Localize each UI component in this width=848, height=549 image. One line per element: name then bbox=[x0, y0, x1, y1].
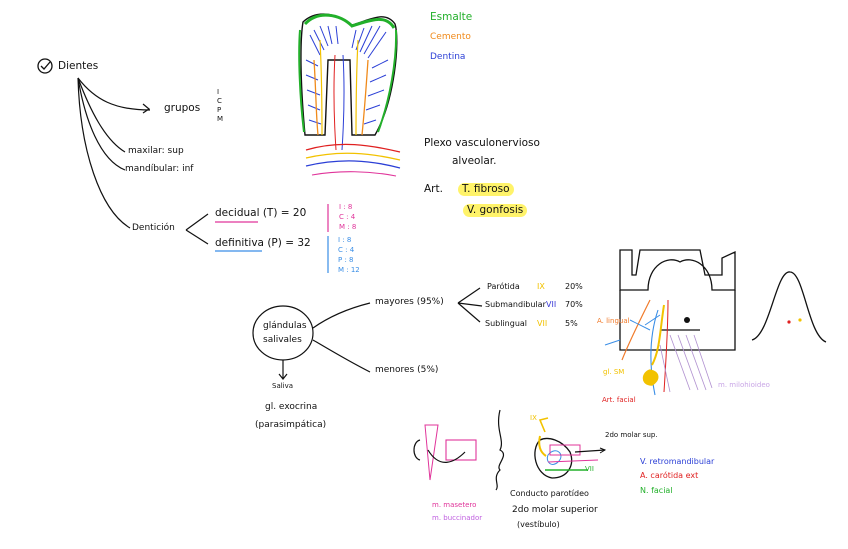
gl-exocrina-label: gl. exocrina bbox=[265, 402, 318, 412]
sublingual-label: Sublingual bbox=[485, 319, 528, 328]
denticion-label: Dentición bbox=[132, 223, 175, 233]
decidual-label: decidual (T) = 20 bbox=[215, 207, 307, 219]
conducto-label-2: 2do molar superior bbox=[512, 505, 598, 515]
grupo-letter-p: P bbox=[217, 106, 222, 114]
segundo-molar-label: 2do molar sup. bbox=[605, 431, 658, 439]
art-facial-label: Art. facial bbox=[602, 396, 636, 404]
grupos-label: grupos bbox=[164, 102, 201, 114]
parasimpatica-label: (parasimpática) bbox=[255, 420, 327, 430]
t-fibroso-label: T. fibroso bbox=[458, 183, 514, 196]
definitiva-label: definitiva (P) = 32 bbox=[215, 237, 311, 249]
plexo-label-2: alveolar. bbox=[452, 155, 497, 167]
a-carotida-label: A. carótida ext bbox=[640, 471, 699, 480]
v-retromandibular-label: V. retromandibular bbox=[640, 457, 715, 466]
legend-cemento: Cemento bbox=[430, 32, 471, 42]
definitiva-count-m: M : 12 bbox=[338, 266, 360, 274]
submandibular-label: Submandibular bbox=[485, 300, 546, 309]
glandulas-label-2: salivales bbox=[263, 335, 302, 345]
menores-label: menores (5%) bbox=[375, 365, 439, 375]
legend-dentina: Dentina bbox=[430, 52, 466, 62]
conducto-label-1: Conducto parotídeo bbox=[510, 489, 589, 498]
definitiva-count-i: I : 8 bbox=[338, 236, 352, 244]
decidual-counts: I : 8 C : 4 M : 8 bbox=[339, 202, 356, 232]
parotid-duct-drawing bbox=[534, 417, 607, 479]
parotida-pct: 20% bbox=[565, 282, 583, 291]
grupo-letter-i: I bbox=[217, 88, 220, 96]
nerve-ix-label: IX bbox=[530, 414, 537, 422]
a-lingual-label: A. lingual bbox=[597, 317, 630, 325]
submandibular-pct: 70% bbox=[565, 300, 583, 309]
grupo-letter-m: M bbox=[217, 115, 224, 123]
grupo-letter-c: C bbox=[217, 97, 222, 105]
floor-of-mouth-drawing bbox=[604, 249, 736, 396]
decidual-count-c: C : 4 bbox=[339, 213, 356, 221]
mayores-label: mayores (95%) bbox=[375, 297, 444, 307]
sublingual-fold-drawing bbox=[751, 271, 827, 343]
check-circle-icon bbox=[37, 58, 53, 74]
n-facial-label: N. facial bbox=[640, 486, 673, 495]
glandulas-label-1: glándulas bbox=[263, 321, 307, 331]
glandulas-diagram bbox=[252, 287, 483, 380]
denticion-branches bbox=[185, 213, 209, 245]
sublingual-nerve: VII bbox=[537, 319, 548, 328]
submandibular-nerve: VII bbox=[546, 300, 557, 309]
dientes-title: Dientes bbox=[58, 60, 99, 72]
parotida-label: Parótida bbox=[487, 282, 520, 291]
m-buccinador-label: m. buccinador bbox=[432, 514, 483, 522]
art-label: Art. bbox=[424, 183, 443, 195]
maxilar-label: maxilar: sup bbox=[128, 146, 184, 156]
definitiva-counts: I : 8 C : 4 P : 8 M : 12 bbox=[338, 235, 360, 275]
tooth-section-drawing bbox=[298, 13, 401, 177]
decidual-count-m: M : 8 bbox=[339, 223, 357, 231]
conducto-label-3: (vestíbulo) bbox=[517, 520, 560, 529]
definitiva-count-c: C : 4 bbox=[338, 246, 355, 254]
parotida-nerve: IX bbox=[537, 282, 545, 291]
m-masetero-label: m. masetero bbox=[432, 501, 477, 509]
legend-esmalte: Esmalte bbox=[430, 11, 473, 23]
dientes-branches bbox=[77, 77, 151, 229]
decidual-count-i: I : 8 bbox=[339, 203, 353, 211]
plexo-label: Plexo vasculonervioso bbox=[424, 137, 540, 149]
m-milohioideo-label: m. milohioideo bbox=[718, 381, 770, 389]
grupos-letters: I C P M bbox=[217, 88, 223, 124]
definitiva-count-p: P : 8 bbox=[338, 256, 354, 264]
saliva-label: Saliva bbox=[272, 382, 294, 390]
v-gonfosis-label: V. gonfosis bbox=[463, 204, 528, 217]
nerve-vii-label: VII bbox=[585, 465, 594, 473]
sublingual-pct: 5% bbox=[565, 319, 578, 328]
masseter-buccinator-drawing bbox=[413, 409, 505, 491]
gl-sm-label: gl. SM bbox=[603, 368, 625, 376]
mandibular-label: mandíbular: inf bbox=[125, 164, 194, 174]
